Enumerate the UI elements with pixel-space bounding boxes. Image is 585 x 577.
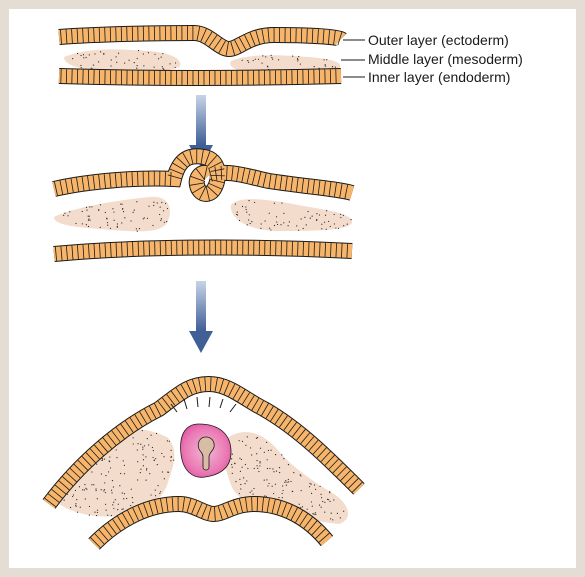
neural-tube (181, 424, 231, 477)
stage-3 (45, 377, 363, 548)
ectoderm-stage2 (54, 149, 352, 200)
endoderm-stage2 (54, 240, 352, 260)
endoderm-stage1 (59, 69, 341, 85)
stage-2 (54, 149, 352, 261)
label-outer-layer: Outer layer (ectoderm) (368, 32, 509, 48)
diagram-frame: Outer layer (ectoderm) Middle layer (mes… (9, 9, 576, 568)
label-inner-layer: Inner layer (endoderm) (368, 69, 510, 85)
arrow-2 (189, 281, 213, 353)
stage-1 (59, 26, 342, 85)
mesoderm-stage2 (54, 197, 352, 232)
label-middle-layer: Middle layer (mesoderm) (368, 51, 523, 67)
neural-tube-diagram: Outer layer (ectoderm) Middle layer (mes… (9, 9, 576, 568)
